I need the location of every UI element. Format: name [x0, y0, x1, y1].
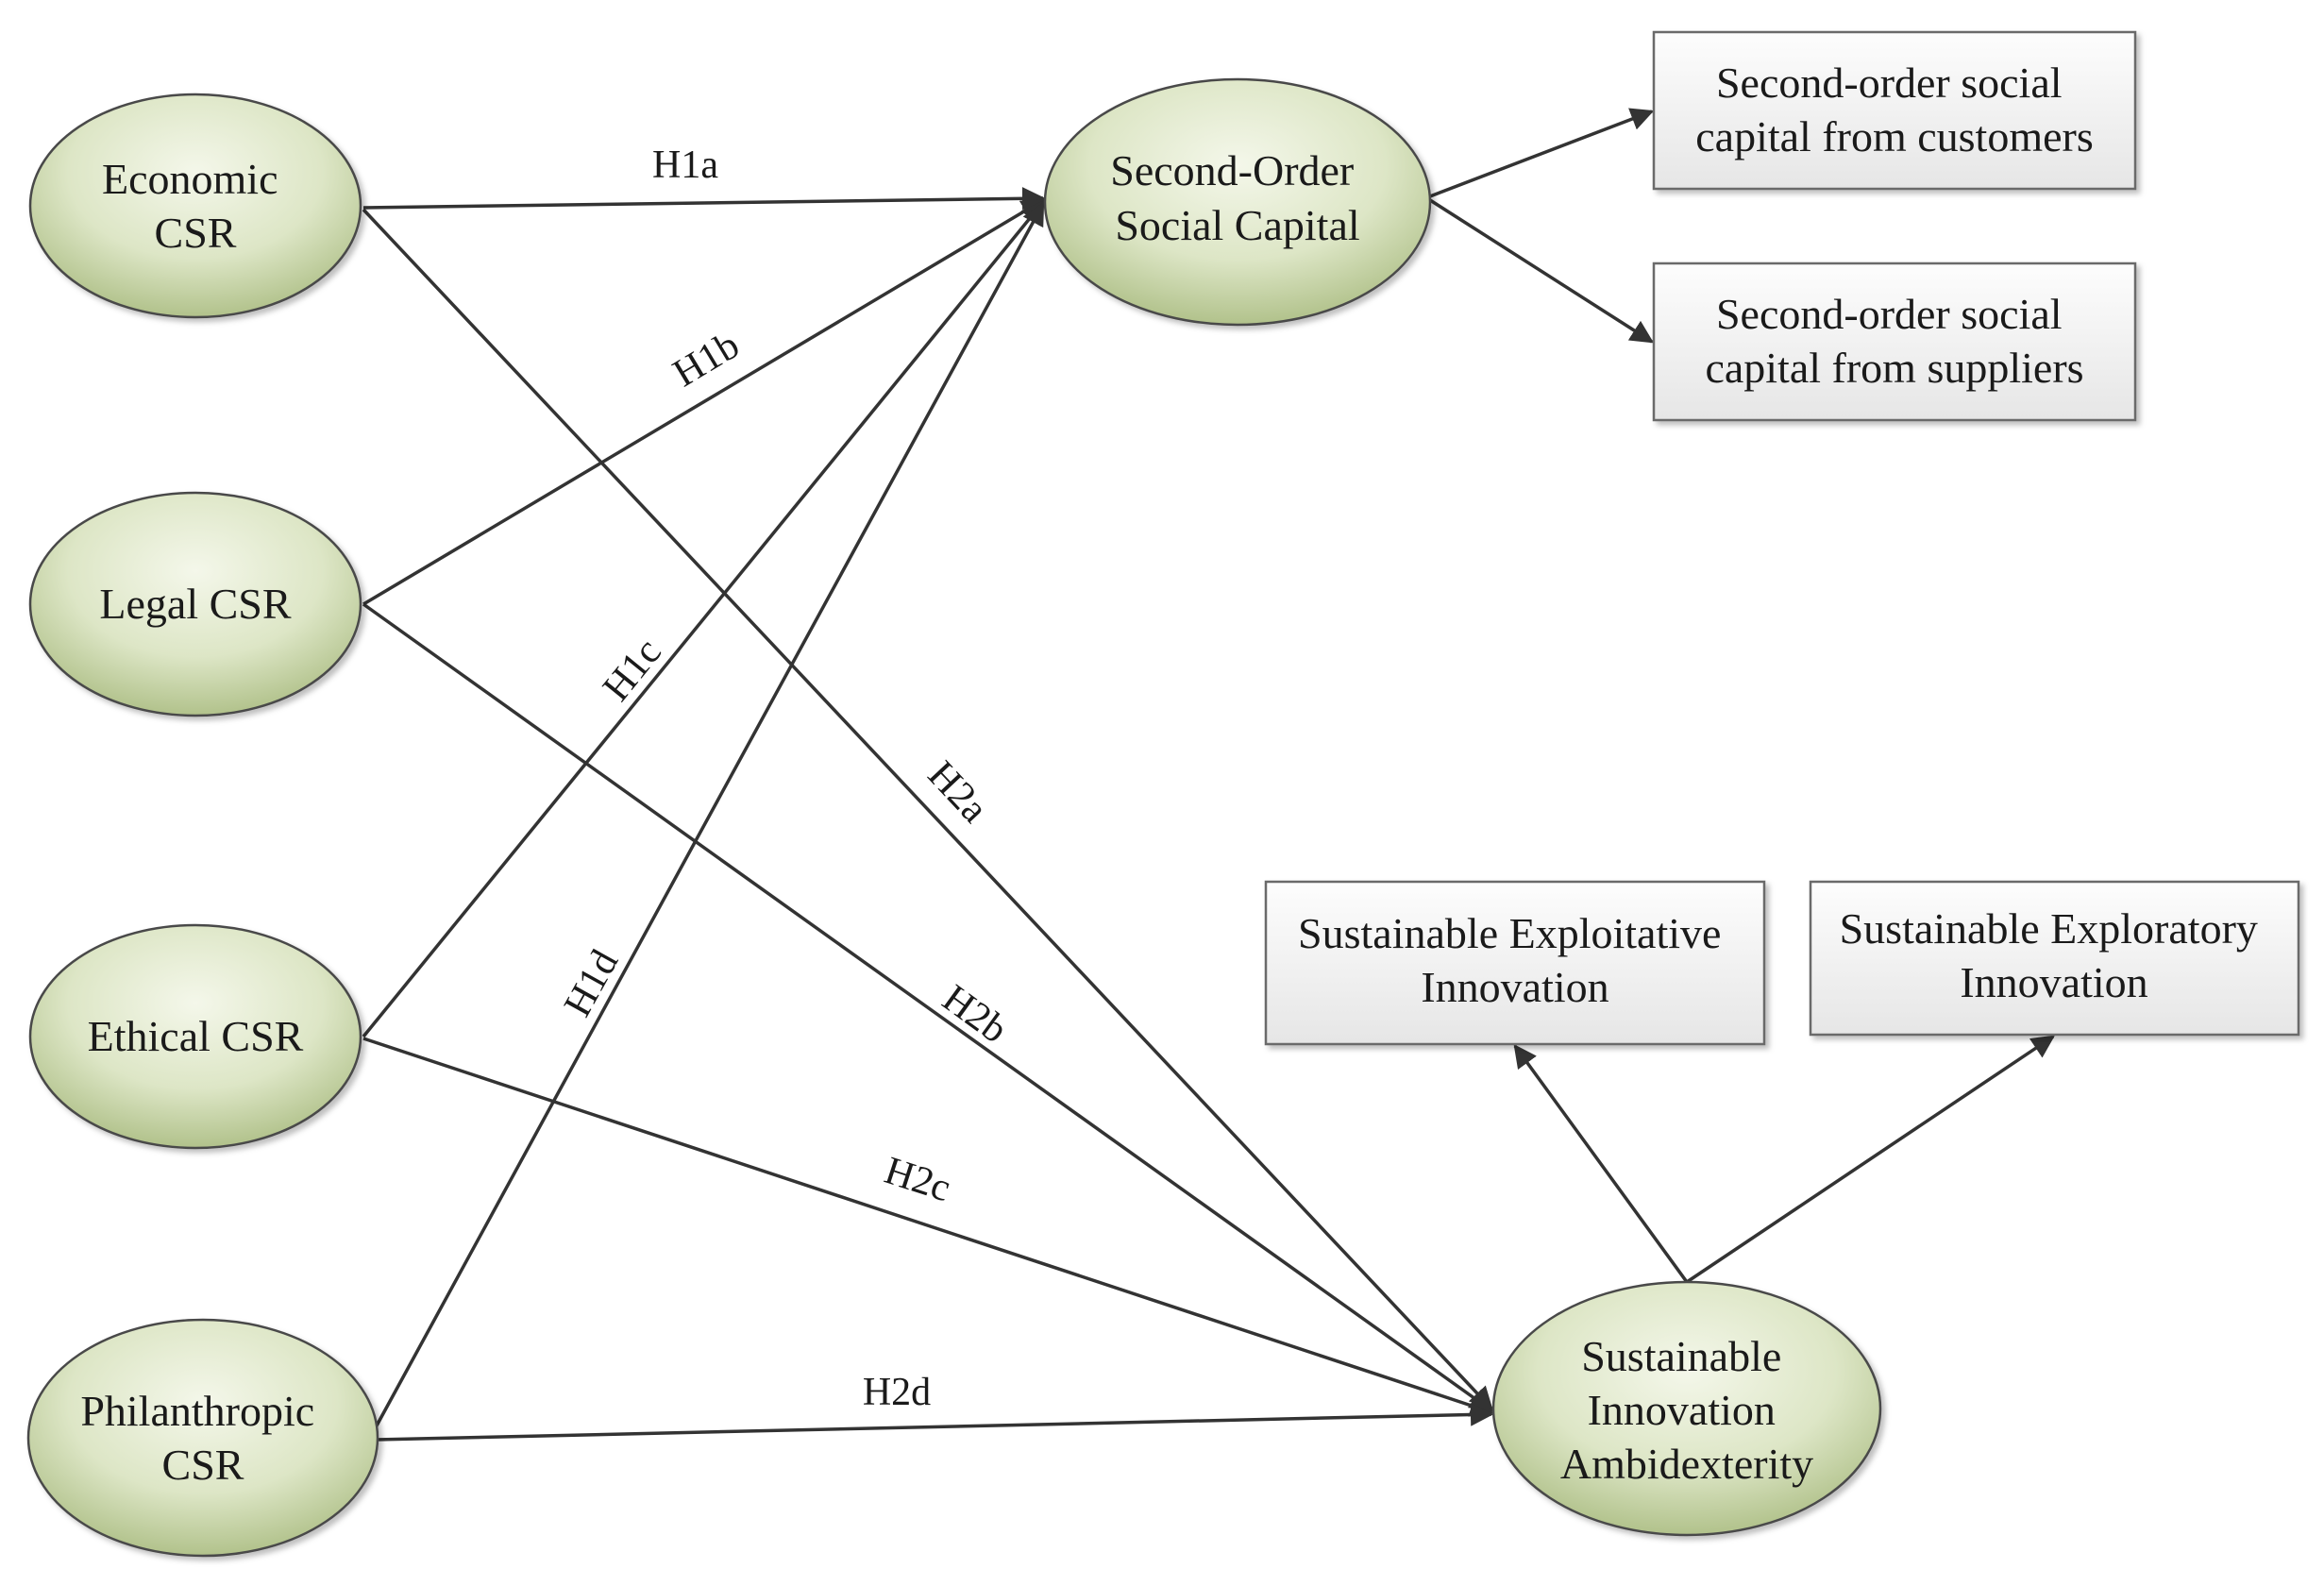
- edge-h1d: [374, 201, 1045, 1428]
- box-sustainable-exploitative-innovation: Sustainable Exploitative Innovation: [1264, 880, 1766, 1046]
- edge-social-capital-suppliers: [1429, 198, 1655, 344]
- label-h1c: H1c: [595, 631, 670, 709]
- edge-h1b: [362, 198, 1046, 606]
- legal-csr-line-1: Legal CSR: [99, 580, 291, 628]
- hypothesis-labels: H1a H1b H1c H1d H2a H2b H2c H2d: [556, 143, 1015, 1414]
- label-h2b: H2b: [935, 977, 1016, 1053]
- svg-text:Sustainable Exploitative: Sustainable Exploitative Innovation: [1298, 909, 1732, 1011]
- ambidexterity-line-2: Innovation: [1588, 1386, 1776, 1434]
- svg-text:Second-Order Social Capi: Second-Order Social Capital: [1110, 146, 1365, 249]
- philanthropic-csr-line-2: CSR: [162, 1441, 244, 1489]
- edge-h1a: [362, 187, 1046, 211]
- svg-text:Sustainable Innovation: Sustainable Innovation Ambidexterity: [1560, 1332, 1813, 1488]
- svg-text:Economic CSR: Economic CSR: [102, 155, 289, 257]
- edge-h2a: [362, 208, 1493, 1410]
- philanthropic-csr-line-1: Philanthropic: [80, 1387, 314, 1435]
- label-h2c: H2c: [880, 1149, 956, 1210]
- node-philanthropic-csr: Philanthropic CSR: [26, 1318, 379, 1558]
- label-h2d: H2d: [863, 1371, 931, 1414]
- box-sustainable-exploratory-innovation: Sustainable Exploratory Innovation: [1809, 880, 2300, 1037]
- node-second-order-social-capital: Second-Order Social Capital: [1043, 77, 1432, 327]
- customers-line-1: Second-order social: [1716, 59, 2063, 107]
- edge-ambidexterity-exploitative: [1513, 1044, 1689, 1284]
- ambidexterity-line-3: Ambidexterity: [1560, 1440, 1813, 1488]
- exploratory-line-1: Sustainable Exploratory: [1840, 904, 2258, 953]
- customers-line-2: capital from customers: [1695, 112, 2094, 160]
- box-social-capital-suppliers: Second-order social capital from supplie…: [1652, 262, 2137, 422]
- svg-text:Sustainable Exploratory: Sustainable Exploratory Innovation: [1840, 904, 2269, 1006]
- ambidexterity-line-1: Sustainable: [1581, 1332, 1781, 1380]
- edge-ambidexterity-exploratory: [1686, 1035, 2056, 1284]
- ethical-csr-line-1: Ethical CSR: [88, 1012, 304, 1060]
- suppliers-line-2: capital from suppliers: [1705, 344, 2083, 392]
- svg-text:Second-order social capi: Second-order social capital from supplie…: [1705, 290, 2083, 392]
- edge-h2c: [362, 1037, 1494, 1417]
- exploitative-line-2: Innovation: [1421, 963, 1608, 1011]
- node-sustainable-innovation-ambidexterity: Sustainable Innovation Ambidexterity: [1491, 1280, 1882, 1537]
- node-ethical-csr: Ethical CSR: [28, 923, 362, 1150]
- edge-h1c: [362, 200, 1045, 1038]
- edge-h2d: [375, 1403, 1494, 1442]
- svg-text:Ethical CSR: Ethical CSR: [88, 1012, 304, 1060]
- label-h1a: H1a: [652, 143, 718, 187]
- exploratory-line-2: Innovation: [1960, 958, 2147, 1006]
- node-economic-csr: Economic CSR: [28, 93, 362, 319]
- box-social-capital-customers: Second-order social capital from custome…: [1652, 30, 2137, 191]
- svg-text:Second-order social capi: Second-order social capital from custome…: [1695, 59, 2094, 160]
- label-h2a: H2a: [919, 753, 997, 832]
- social-capital-line-2: Social Capital: [1115, 201, 1359, 249]
- node-legal-csr: Legal CSR: [28, 491, 362, 717]
- exploitative-line-1: Sustainable Exploitative: [1298, 909, 1721, 957]
- edge-social-capital-customers: [1429, 108, 1655, 198]
- edge-h2b: [362, 602, 1493, 1412]
- economic-csr-line-1: Economic: [102, 155, 278, 203]
- economic-csr-line-2: CSR: [155, 209, 237, 257]
- edges: [362, 108, 2056, 1442]
- suppliers-line-1: Second-order social: [1716, 290, 2063, 338]
- social-capital-line-1: Second-Order: [1110, 146, 1354, 194]
- svg-text:Philanthropic CSR: Philanthropic CSR: [80, 1387, 325, 1489]
- svg-text:Legal CSR: Legal CSR: [99, 580, 291, 628]
